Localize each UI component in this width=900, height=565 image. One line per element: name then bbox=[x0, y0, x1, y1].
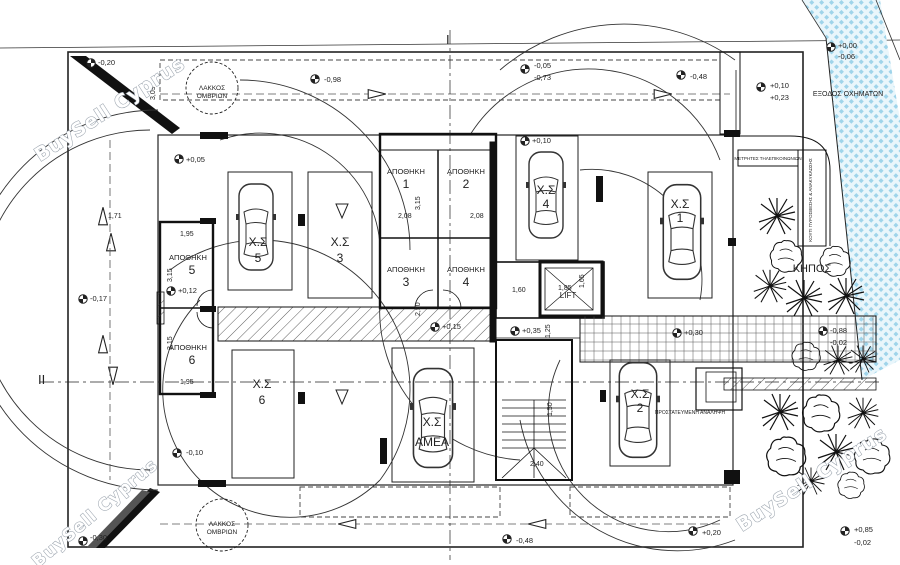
storage-2-num: 2 bbox=[463, 177, 470, 191]
dim-d16: 1,71 bbox=[108, 213, 122, 220]
parking-code-2: Χ.Σ bbox=[631, 387, 650, 401]
level-l10: +0,05 bbox=[186, 155, 205, 164]
dim-d06: 3,15 bbox=[167, 268, 174, 282]
dim-d13: 2,50 bbox=[415, 302, 422, 316]
watermark-bottom-right: BuySell Cyprus bbox=[733, 423, 892, 537]
storage-1-label: ΑΠΟΘΗΚΗ bbox=[387, 167, 425, 176]
level-l21: +0,20 bbox=[702, 528, 721, 537]
storage-3-num: 3 bbox=[403, 275, 410, 289]
level-l20: -0,48 bbox=[516, 536, 533, 545]
well-bottom-line1: ΛΑΚΚΟΣ bbox=[209, 521, 235, 528]
storage-1-num: 1 bbox=[403, 177, 410, 191]
axis-markers bbox=[40, 30, 880, 560]
parking-num-4: 4 bbox=[543, 197, 550, 211]
dim-d14: 1,50 bbox=[547, 402, 554, 416]
level-l13: +0,12 bbox=[178, 286, 197, 295]
storage-5-num: 5 bbox=[189, 263, 196, 277]
tiled-walkway bbox=[579, 315, 877, 363]
level-l17: -0,88 bbox=[830, 326, 847, 335]
level-l09: -0,06 bbox=[838, 52, 855, 61]
level-l06: +0,10 bbox=[770, 81, 789, 90]
lift-stair-core bbox=[489, 141, 605, 481]
rain-wells bbox=[185, 61, 249, 552]
dim-d03: 2,08 bbox=[398, 213, 412, 220]
parking-num-6: 6 bbox=[259, 393, 266, 407]
parking-code-6: Χ.Σ bbox=[253, 377, 272, 391]
parking-code-amea: Χ.Σ bbox=[423, 415, 442, 429]
level-l19: -0,10 bbox=[186, 448, 203, 457]
storage-6-num: 6 bbox=[189, 353, 196, 367]
level-l01: -0,20 bbox=[98, 58, 115, 67]
parking-labels: Χ.Σ 5 Χ.Σ 3 Χ.Σ 4 Χ.Σ 1 Χ.Σ 6 Χ.Σ ΑΜΕΑ Χ… bbox=[249, 183, 690, 449]
storage-2-label: ΑΠΟΘΗΚΗ bbox=[447, 167, 485, 176]
level-l22: +0,85 bbox=[854, 525, 873, 534]
level-l05: -0,48 bbox=[690, 72, 707, 81]
fire-box-label: ΚΟΥΤΙ ΠΥΡΟΣΒΕΣΗΣ & ΑΝΑΚΥΚΛΩΣΗΣ bbox=[808, 158, 813, 242]
driveway-arrows bbox=[97, 88, 730, 530]
dim-d10: 1,85 bbox=[558, 285, 572, 292]
level-l07: +0,23 bbox=[770, 93, 789, 102]
parking-stall-lines bbox=[227, 135, 713, 483]
storage-5-6-block bbox=[156, 220, 215, 396]
level-l14: +0,15 bbox=[442, 322, 461, 331]
axis-label-top: I bbox=[446, 32, 450, 47]
dimension-labels: 3,09 3,15 2,08 2,08 1,95 3,15 1,95 3,15 … bbox=[108, 86, 586, 468]
room-labels: ΑΠΟΘΗΚΗ 1 ΑΠΟΘΗΚΗ 2 ΑΠΟΘΗΚΗ 3 ΑΠΟΘΗΚΗ 4 … bbox=[169, 85, 883, 536]
well-bottom-line2: ΟΜΒΡΙΩΝ bbox=[207, 529, 238, 536]
well-top-line1: ΛΑΚΚΟΣ bbox=[199, 85, 225, 92]
parking-num-2: 2 bbox=[637, 401, 644, 415]
level-l11: +0,10 bbox=[532, 136, 551, 145]
service-block bbox=[695, 51, 877, 411]
watermark-top-left: BuySell Cyprus bbox=[31, 53, 190, 167]
parking-code-4: Χ.Σ bbox=[537, 183, 556, 197]
level-l02: -0,98 bbox=[324, 75, 341, 84]
exit-label: ΕΞΟΔΟΣ ΟΧΗΜΑΤΩΝ bbox=[813, 91, 883, 98]
level-l03: -0,05 bbox=[534, 61, 551, 70]
storage-4-label: ΑΠΟΘΗΚΗ bbox=[447, 265, 485, 274]
parking-code-3: Χ.Σ bbox=[331, 235, 350, 249]
level-markers: -0,20 -0,98 -0,05 -0,73 -0,48 +0,10 +0,2… bbox=[78, 41, 873, 547]
storage-3-label: ΑΠΟΘΗΚΗ bbox=[387, 265, 425, 274]
meters-label: ΜΕΤΡΗΤΕΣ ΤΗΛΕΠΙΚΟΙΝΩΝΙΩΝ bbox=[734, 156, 801, 161]
dim-d09: 1,60 bbox=[512, 287, 526, 294]
storage-4-num: 4 bbox=[463, 275, 470, 289]
parking-num-5: 5 bbox=[255, 251, 262, 265]
level-l16: +0,30 bbox=[684, 328, 703, 337]
dim-d12: 1,25 bbox=[545, 324, 552, 338]
level-l15: +0,35 bbox=[522, 326, 541, 335]
stall-arrows bbox=[335, 203, 349, 406]
storage-5-label: ΑΠΟΘΗΚΗ bbox=[169, 253, 207, 262]
corner-walls bbox=[70, 56, 180, 548]
parking-num-1: 1 bbox=[677, 211, 684, 225]
dim-d07: 1,95 bbox=[180, 379, 194, 386]
storage-1-4-block bbox=[378, 132, 498, 310]
level-l23: -0,02 bbox=[854, 538, 871, 547]
dim-d11: 1,65 bbox=[579, 274, 586, 288]
protected-label: ΠΡΟΣΤΑΤΕΥΜΕΝΗ ΑΝΑΛΗΨΗ bbox=[655, 410, 726, 416]
parking-code-5: Χ.Σ bbox=[249, 235, 268, 249]
level-l12: -0,17 bbox=[90, 294, 107, 303]
garden-label: ΚΗΠΟΣ bbox=[793, 263, 832, 275]
dim-d02: 3,15 bbox=[415, 196, 422, 210]
plot-boundary bbox=[67, 51, 804, 548]
parking-num-amea: ΑΜΕΑ bbox=[415, 435, 449, 449]
dim-d01: 3,09 bbox=[150, 86, 157, 100]
dim-d04: 2,08 bbox=[470, 213, 484, 220]
parking-code-1: Χ.Σ bbox=[671, 197, 690, 211]
dim-d05: 1,95 bbox=[180, 231, 194, 238]
level-l18: -0,02 bbox=[830, 338, 847, 347]
dim-d08: 3,15 bbox=[167, 336, 174, 350]
well-top-line2: ΟΜΒΡΙΩΝ bbox=[197, 93, 228, 100]
lift-label: LIFT bbox=[560, 291, 577, 300]
storage-6-label: ΑΠΟΘΗΚΗ bbox=[169, 343, 207, 352]
level-l24: -0,30 bbox=[90, 533, 107, 542]
axis-label-left: II bbox=[38, 372, 45, 387]
level-l04: -0,73 bbox=[534, 73, 551, 82]
parking-num-3: 3 bbox=[337, 251, 344, 265]
maneuver-arcs bbox=[0, 23, 736, 552]
dim-d15: 2,40 bbox=[530, 461, 544, 468]
level-l08: +0,00 bbox=[838, 41, 857, 50]
